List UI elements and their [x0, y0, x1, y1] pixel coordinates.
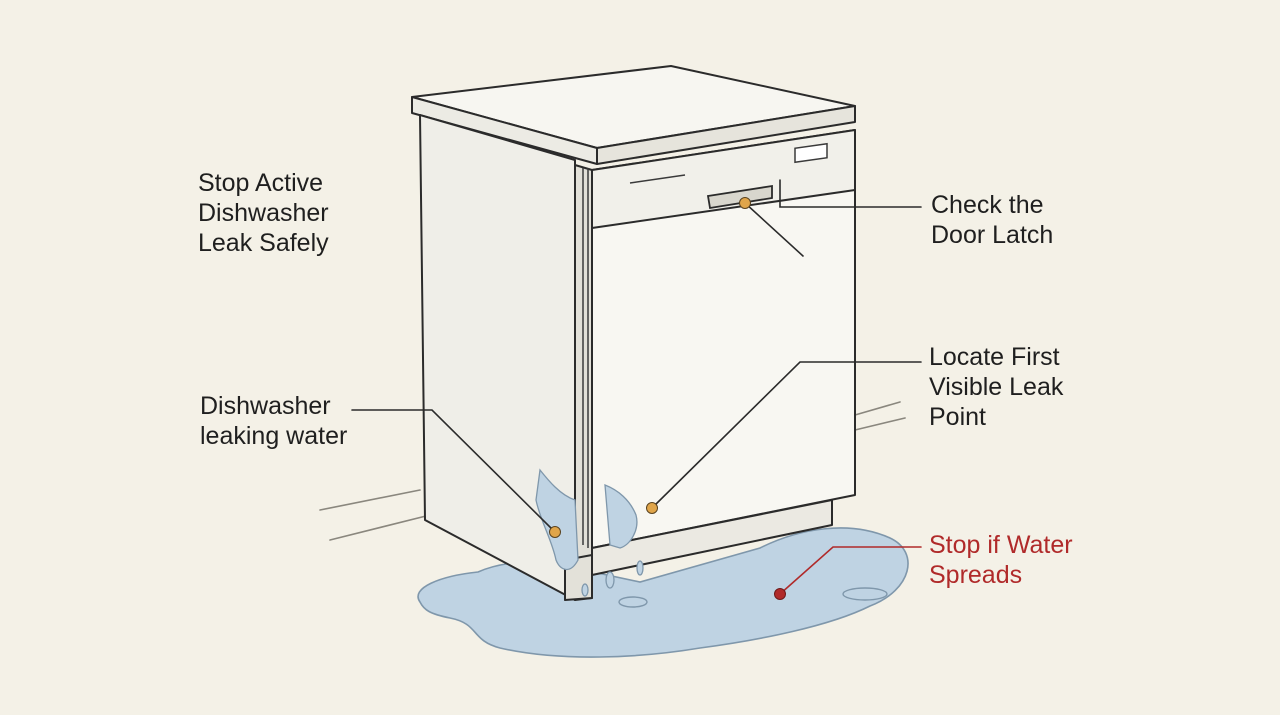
label-dishwasher-leaking-water: Dishwasher leaking water [200, 392, 348, 450]
water-drips [535, 468, 644, 597]
leader-stop-spread [779, 546, 922, 595]
leader-locate [651, 361, 922, 509]
label-locate-leak-point: Locate First Visible Leak Point [929, 343, 1064, 431]
water-ripple [618, 596, 648, 608]
leader-leaking [351, 409, 556, 533]
diagram-title: Stop Active Dishwasher Leak Safely [198, 169, 329, 257]
floor-lines [319, 401, 906, 541]
marker-leak-point [646, 502, 658, 514]
marker-leaking-water [549, 526, 561, 538]
marker-door-latch [739, 197, 751, 209]
leader-latch-handle [744, 202, 804, 257]
label-stop-if-water-spreads: Stop if Water Spreads [929, 531, 1073, 589]
label-check-door-latch: Check the Door Latch [931, 191, 1054, 249]
leader-lines [351, 179, 922, 533]
water-drop-puddle [842, 587, 888, 601]
leader-latch [779, 179, 922, 208]
door-handle [706, 184, 773, 210]
marker-water-spread [774, 588, 786, 600]
dishwasher-details [582, 142, 828, 548]
